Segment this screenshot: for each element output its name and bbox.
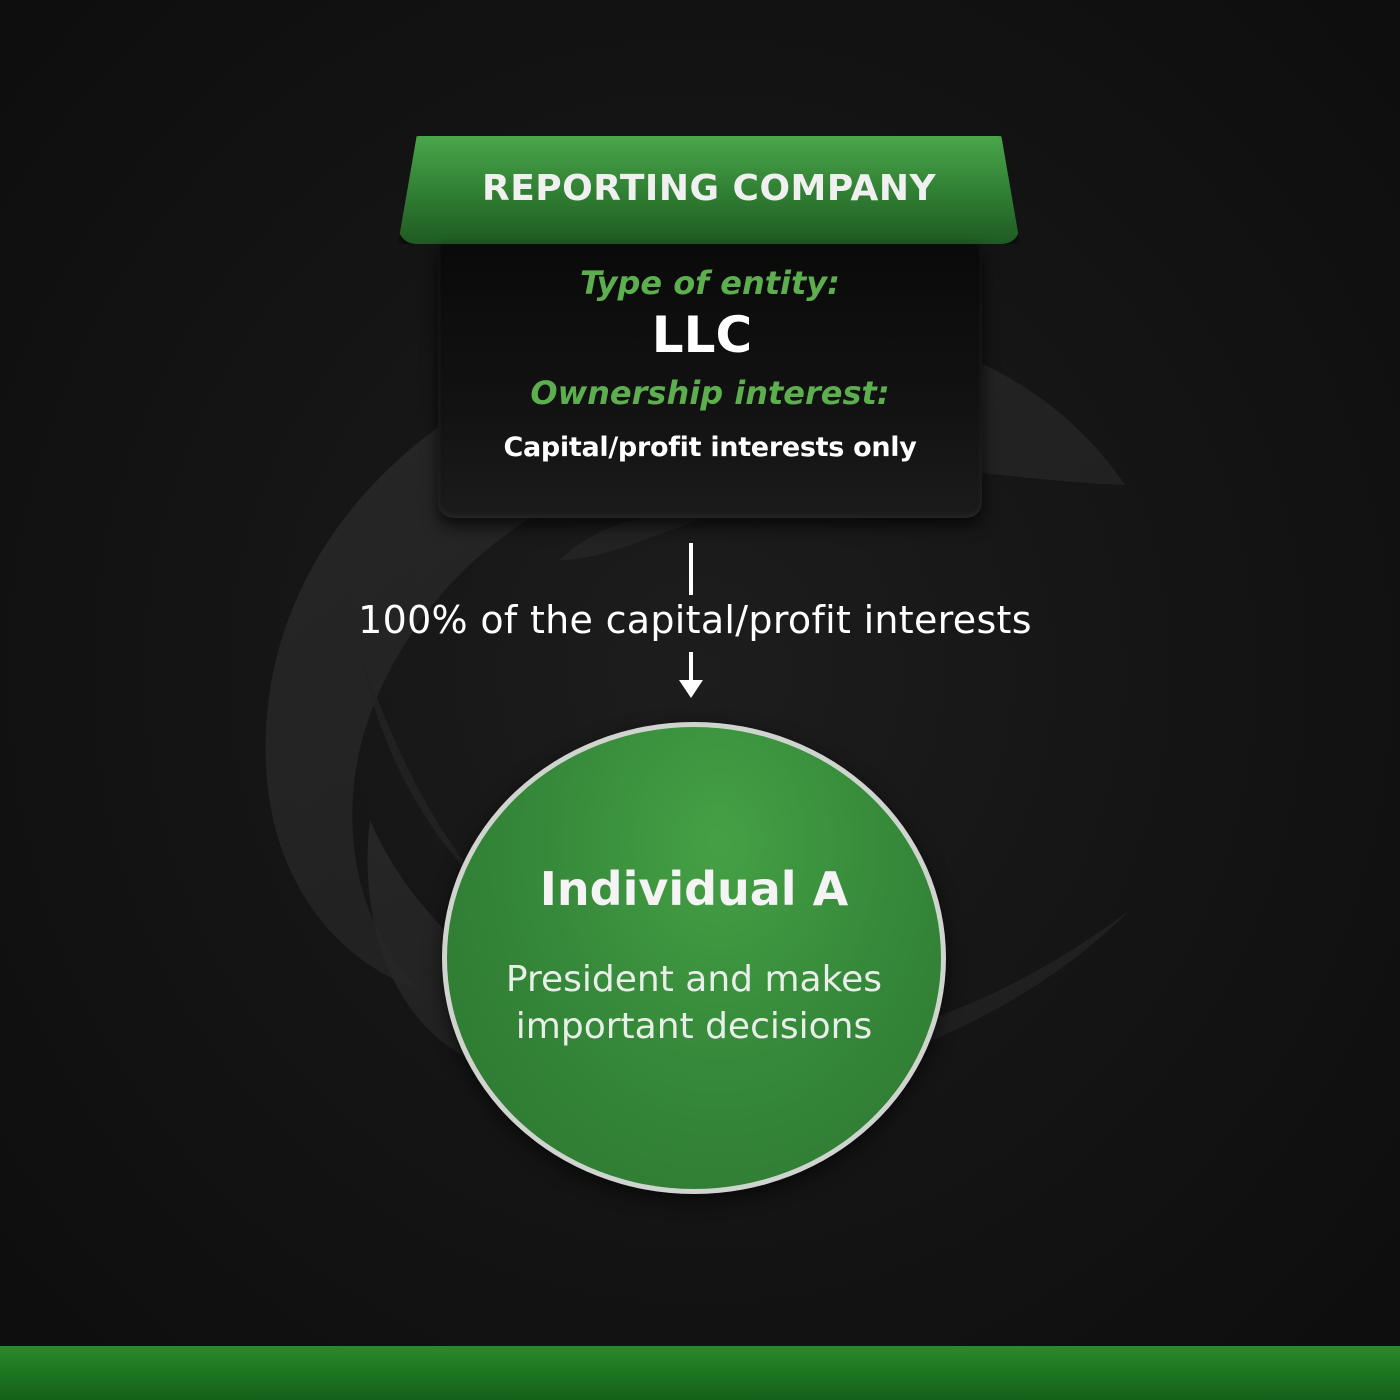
arrow-head [679, 680, 703, 698]
ownership-interest-label: Ownership interest: [530, 374, 890, 412]
entity-type-value: LLC [651, 306, 753, 364]
entity-type-label: Type of entity: [580, 264, 840, 302]
reporting-company-title: REPORTING COMPANY [481, 168, 937, 209]
connector-line [689, 543, 693, 595]
beneficial-owner-description: President and makes important decisions [505, 959, 883, 1047]
bottom-accent-bar [0, 1346, 1400, 1400]
ownership-connector-label: 100% of the capital/profit interests [358, 598, 1032, 642]
ownership-interest-value: Capital/profit interests only [503, 432, 917, 463]
entity-details-card [438, 244, 982, 518]
arrow-down-icon [689, 652, 693, 688]
beneficial-owner-node [442, 722, 946, 1194]
beneficial-owner-name: Individual A [539, 862, 849, 916]
reporting-company-header [398, 136, 1020, 244]
